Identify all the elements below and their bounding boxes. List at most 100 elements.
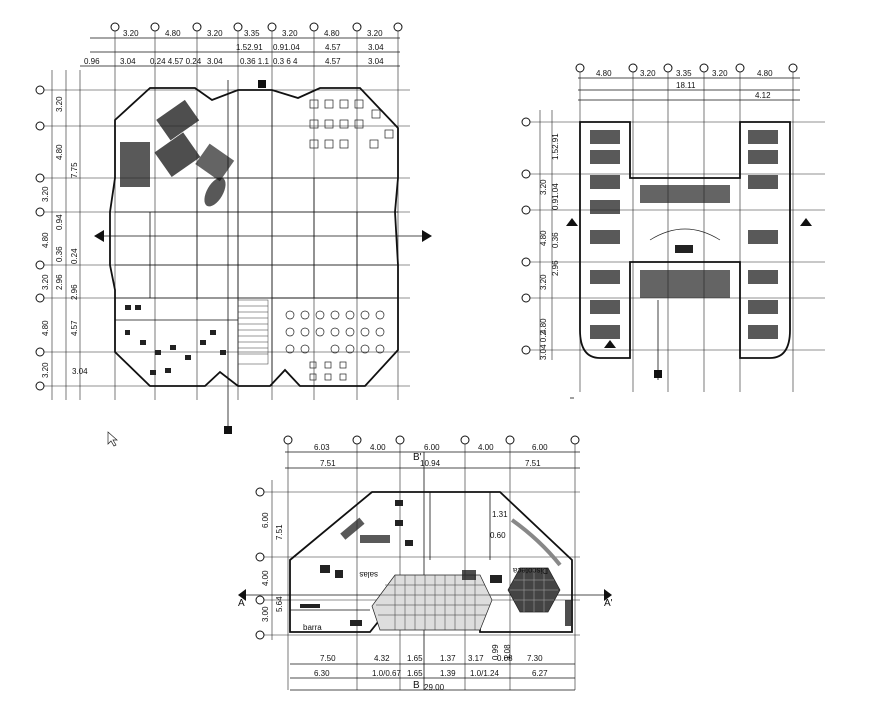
dim-text: 3.35: [244, 29, 260, 38]
office-desks: [590, 130, 778, 339]
dim-text: 3.20: [640, 69, 656, 78]
dim-text: 3.20: [41, 362, 50, 378]
room-label-discoteca: Discoteca: [512, 566, 548, 575]
dim-text: 10.94: [420, 459, 441, 468]
dim-text: 7.51: [275, 524, 284, 540]
dim-text: 3.04: [72, 367, 88, 376]
dim-text: 0.96: [84, 57, 100, 66]
planter: [204, 177, 226, 207]
dim-text: 1.08: [503, 644, 512, 660]
dim-text: 0.36: [55, 246, 64, 262]
dim-text: 4.80: [41, 232, 50, 248]
dim-text: 3.35: [676, 69, 692, 78]
dim-text: 0.3 6 4: [273, 57, 298, 66]
section-arrow-left: [94, 230, 104, 242]
dim-text: 7.51: [525, 459, 541, 468]
section-arrow-left: [238, 589, 246, 601]
dim-text: 0.36: [551, 232, 560, 248]
dim-text: 3.20: [41, 186, 50, 202]
dim-text: 3.20: [123, 29, 139, 38]
section-label-right: A': [604, 598, 613, 609]
dim-text: 0.91.04: [551, 183, 560, 210]
dim-text: 4.80: [539, 318, 548, 334]
dim-text: 2.96: [551, 260, 560, 276]
dim-text: 0.99: [491, 644, 500, 660]
dim-text: 0.24: [70, 248, 79, 264]
dim-text: 1.52.91: [551, 133, 560, 160]
grid-bubbles-top: [283, 435, 580, 445]
dim-text: 3.20: [539, 274, 548, 290]
section-label-bottom: B: [413, 680, 420, 691]
dim-text: 3.17: [468, 654, 484, 663]
dim-text: 3.20: [55, 96, 64, 112]
dance-floor: [371, 574, 493, 631]
reception-desk: [649, 228, 721, 241]
dim-text: 6.00: [424, 443, 440, 452]
dim-text: 4.80: [757, 69, 773, 78]
dim-text: 3.04: [120, 57, 136, 66]
section-label-top: B': [413, 452, 422, 463]
dim-text: 6.00: [261, 512, 270, 528]
room-label-barra: barra: [303, 623, 322, 632]
dim-text: 4.00: [478, 443, 494, 452]
dim-text: 7.30: [527, 654, 543, 663]
round-tables: [285, 310, 385, 381]
dim-text: 7.75: [70, 162, 79, 178]
section-marker-bottom: [224, 426, 232, 434]
dim-text: 4.32: [374, 654, 390, 663]
furniture-bottom-left: [125, 305, 226, 375]
dim-text: 3.20: [41, 274, 50, 290]
dim-text: 0.24 4.57 0.24: [150, 57, 202, 66]
dim-text: 3.20: [539, 179, 548, 195]
dim-text: 18.11: [676, 81, 696, 90]
dim-text: 1.31: [492, 510, 508, 519]
grid-bubbles-left: [255, 487, 265, 640]
dim-text: 3.20: [367, 29, 383, 38]
dim-text: 29.00: [424, 683, 445, 692]
dim-text: 6.00: [532, 443, 548, 452]
dim-text: 6.27: [532, 669, 548, 678]
section-label-left: A: [238, 598, 245, 609]
dim-text: 0.36 1.1: [240, 57, 269, 66]
furniture-bottom: [300, 500, 571, 626]
dim-text: 0.60: [490, 531, 506, 540]
disco-hexagon: [507, 567, 561, 613]
seating-blocks: [120, 99, 235, 187]
dim-text: 4.80: [539, 230, 548, 246]
dim-text: 0.91.04: [273, 43, 300, 52]
plan-bottom: 6.03 4.00 6.00 4.00 6.00 7.51 10.94 7.51…: [238, 435, 613, 692]
section-arrow-right: [604, 589, 612, 601]
dim-text: 7.50: [320, 654, 336, 663]
grid-bubbles-left: [35, 85, 45, 391]
dim-text: 4.57: [325, 57, 341, 66]
dim-text: 4.80: [55, 144, 64, 160]
dim-text: 1.65: [407, 669, 423, 678]
dim-text: 3.20: [282, 29, 298, 38]
dim-text: 1.65: [407, 654, 423, 663]
dim-text: 7.51: [320, 459, 336, 468]
dim-text: 0.94: [55, 214, 64, 230]
grid-bubbles-top: [575, 63, 798, 73]
staircase: [237, 299, 269, 365]
dim-text: 3.20: [207, 29, 223, 38]
dim-text: 2.96: [55, 274, 64, 290]
grid-bubbles-left: [521, 117, 531, 355]
dim-text: 3.04: [368, 43, 384, 52]
dim-text: 2.96: [70, 284, 79, 300]
dim-text: 4.80: [596, 69, 612, 78]
section-marker-top: [258, 80, 266, 88]
dim-text: 1.0/0.67: [372, 669, 401, 678]
dim-text: 4.00: [370, 443, 386, 452]
dim-text: 6.03: [314, 443, 330, 452]
room-label-salas: salas: [359, 570, 378, 579]
cursor-icon: [107, 431, 118, 447]
dim-text: 3.00: [261, 606, 270, 622]
dim-text: 4.80: [324, 29, 340, 38]
dim-text: 4.00: [261, 570, 270, 586]
dim-text: 6.30: [314, 669, 330, 678]
grid-bubbles-top: [110, 22, 403, 32]
plan-top-left: 3.20 4.80 3.20 3.35 3.20 4.80 3.20 1.52.…: [35, 22, 432, 434]
dim-text: 4.80: [41, 320, 50, 336]
dim-text: 3.04 0.2: [539, 331, 548, 360]
